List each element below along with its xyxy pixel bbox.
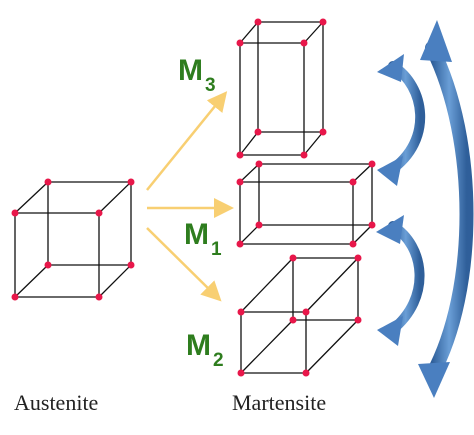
arrow-to-m2	[146, 227, 222, 302]
martensite-m2-cube	[240, 257, 359, 374]
martensite-label: Martensite	[232, 390, 326, 415]
m3-atoms	[236, 18, 327, 159]
curved-arrow-upper	[377, 54, 426, 186]
variant-label-m3: M 3	[178, 54, 216, 96]
variant-label-m1: M 1	[184, 218, 222, 260]
svg-text:M: M	[178, 54, 203, 87]
curved-arrow-long	[418, 20, 474, 398]
svg-text:2: 2	[213, 350, 224, 371]
austenite-cube	[14, 181, 132, 298]
arrow-to-m3	[146, 91, 228, 191]
curved-arrow-lower	[376, 215, 425, 346]
svg-text:M: M	[184, 218, 209, 251]
transformation-arrows	[146, 91, 234, 302]
austenite-atoms	[11, 178, 135, 301]
m2-atoms	[237, 254, 362, 377]
martensite-m1-cube	[239, 163, 373, 245]
m1-atoms	[236, 160, 376, 248]
svg-text:M: M	[186, 329, 211, 362]
variant-label-m2: M 2	[186, 329, 224, 371]
martensite-m3-cube	[239, 21, 324, 156]
svg-text:3: 3	[205, 75, 216, 96]
svg-text:1: 1	[211, 239, 222, 260]
austenite-label: Austenite	[14, 390, 98, 415]
